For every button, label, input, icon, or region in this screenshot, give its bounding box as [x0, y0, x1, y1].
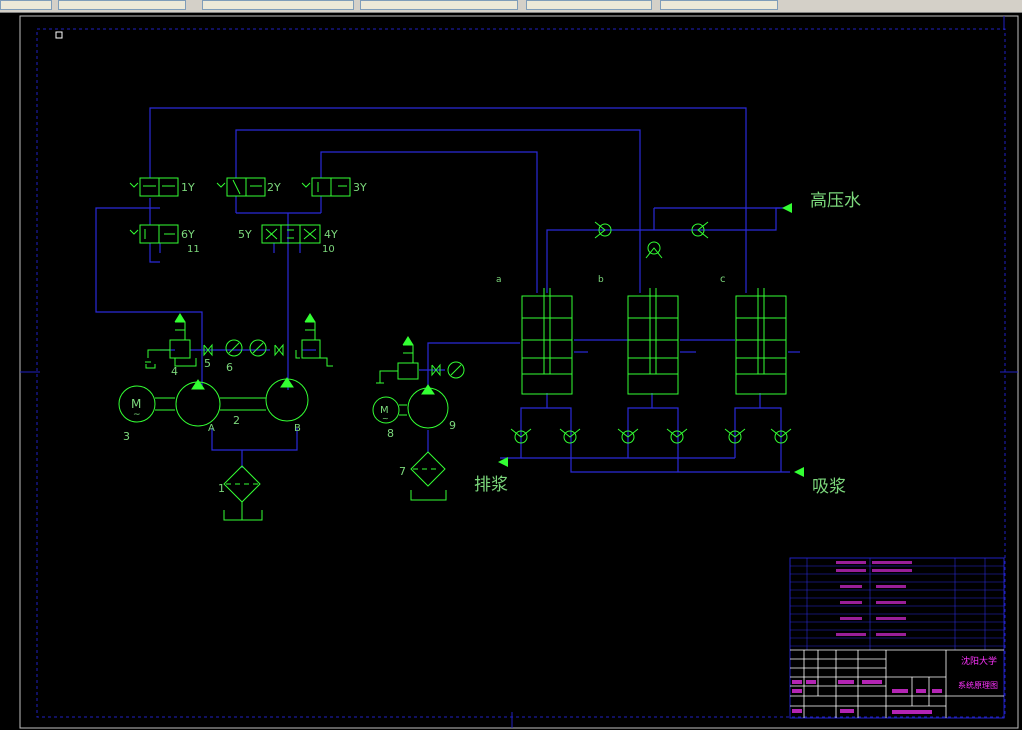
flow-arrows: [498, 203, 804, 477]
label-3y: 3Y: [353, 181, 367, 194]
label-cyl-a: a: [496, 275, 502, 285]
pressure-gauge-9: [447, 361, 465, 379]
check-valve-top-2: [645, 241, 663, 259]
label-9: 9: [449, 419, 456, 432]
title-grid: [790, 649, 1004, 718]
relief-valve-4: [145, 313, 197, 367]
label-suction-slurry: 吸浆: [812, 477, 846, 497]
viewport-border: [19, 15, 1019, 729]
throttle-valve-9: [431, 363, 441, 377]
label-2y: 2Y: [267, 181, 281, 194]
ucs-icon: [55, 31, 63, 39]
throttle-valve-right: [274, 343, 284, 357]
window-tab[interactable]: [202, 0, 354, 10]
cylinder-a: [521, 288, 573, 395]
check-valve-top-3: [691, 221, 709, 239]
check-valve-bottom-1: [510, 428, 532, 444]
check-valve-bottom-3: [617, 428, 639, 444]
cylinder-b: [627, 288, 679, 395]
label-motor-8-ac: ~: [382, 414, 389, 423]
window-tab[interactable]: [660, 0, 778, 10]
label-8: 8: [387, 427, 394, 440]
check-valve-bottom-4: [666, 428, 688, 444]
flow-labels: 高压水 排浆 吸浆: [474, 191, 861, 497]
motor-8: [372, 396, 400, 424]
solenoid-valve-2y: [216, 177, 266, 197]
label-5: 5: [204, 357, 211, 370]
motor-3: [118, 385, 156, 423]
arrow-high-pressure: [782, 203, 792, 213]
check-valve-bottom-6: [770, 428, 792, 444]
cylinders: [521, 288, 787, 395]
label-10: 10: [322, 244, 335, 255]
check-valves: [510, 221, 792, 444]
pressure-gauge-6a: [225, 339, 243, 357]
taskbar: [0, 0, 1022, 13]
label-4y: 4Y: [324, 228, 338, 241]
tank-1: [223, 510, 263, 521]
pressure-gauge-6b: [249, 339, 267, 357]
title-drawing-name: 系统原理图: [958, 680, 998, 690]
window-tab[interactable]: [0, 0, 52, 10]
label-discharge-slurry: 排浆: [474, 475, 508, 495]
solenoid-valve-3y: [301, 177, 351, 197]
parts-list-rows: [790, 558, 1004, 650]
solenoid-valve-1y: [129, 177, 179, 197]
label-motor-3: M: [131, 397, 141, 411]
label-2: 2: [233, 414, 240, 427]
title-block: 沈阳大学 系统原理图: [789, 557, 1005, 719]
label-cyl-c: c: [720, 274, 726, 285]
label-high-pressure-water: 高压水: [810, 191, 861, 211]
label-motor-3-ac: ~: [133, 410, 141, 420]
component-labels: 1Y 2Y 3Y 6Y 5Y 4Y 11 10 1 2 3 4 5 6 7 8 …: [123, 181, 726, 495]
window-tab[interactable]: [526, 0, 652, 10]
check-valve-bottom-5: [724, 428, 746, 444]
label-pump-b: B: [294, 423, 301, 434]
label-6: 6: [226, 361, 233, 374]
hydraulic-symbols: [118, 177, 465, 521]
label-1y: 1Y: [181, 181, 195, 194]
check-valve-top-1: [594, 221, 612, 239]
solenoid-valve-5y-4y: [261, 224, 321, 244]
label-5y: 5Y: [238, 228, 252, 241]
title-dense-entries: [792, 561, 942, 714]
label-7: 7: [399, 465, 406, 478]
window-tab[interactable]: [58, 0, 186, 10]
label-4: 4: [171, 365, 178, 378]
throttle-valve-5: [203, 343, 213, 357]
relief-valve-right: [295, 313, 333, 367]
check-valve-bottom-2: [559, 428, 581, 444]
solenoid-valve-6y: [129, 224, 179, 244]
label-motor-8: M: [380, 405, 389, 416]
cylinder-c: [735, 288, 787, 395]
label-6y: 6Y: [181, 228, 195, 241]
window-tab[interactable]: [360, 0, 518, 10]
tank-7: [410, 490, 447, 501]
pipe-network: [95, 107, 800, 473]
label-11: 11: [187, 244, 200, 255]
arrow-discharge: [498, 457, 508, 467]
filter-7: [410, 451, 446, 487]
label-1: 1: [218, 482, 225, 495]
relief-valve-9: [376, 336, 419, 384]
label-cyl-b: b: [598, 275, 604, 285]
label-pump-a: A: [208, 423, 215, 434]
label-3: 3: [123, 430, 130, 443]
arrow-suction: [794, 467, 804, 477]
cad-drawing-canvas[interactable]: 1Y 2Y 3Y 6Y 5Y 4Y 11 10 1 2 3 4 5 6 7 8 …: [0, 12, 1022, 730]
title-school: 沈阳大学: [961, 655, 997, 667]
